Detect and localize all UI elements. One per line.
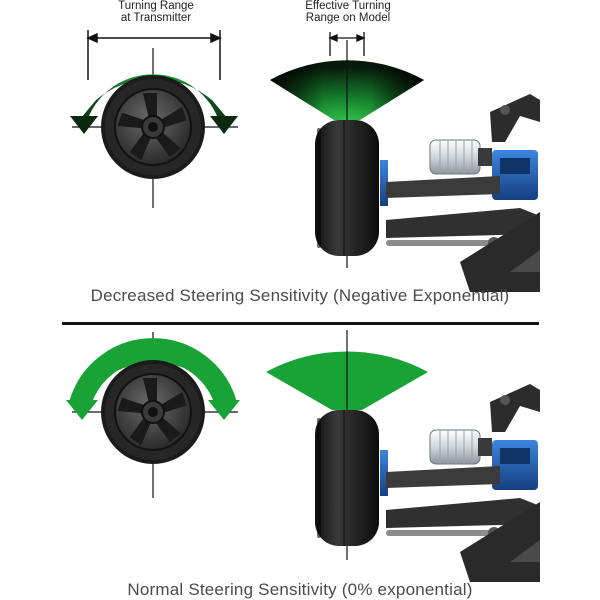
bottom-panel [66, 330, 541, 583]
top-chassis [379, 93, 541, 293]
turning-range-bracket [86, 30, 222, 80]
effective-range-label: Effective Turning Range on Model [288, 0, 408, 24]
top-turning-arc-arrow [76, 74, 232, 124]
bottom-arc-right-arrowhead [208, 400, 240, 420]
top-caption: Decreased Steering Sensitivity (Negative… [90, 286, 510, 305]
turning-range-line1: Turning Range [118, 0, 194, 12]
bottom-arc-band [69, 338, 237, 408]
top-transmitter-wheel [100, 74, 206, 180]
top-arc-left-arrowhead [70, 116, 98, 134]
top-panel [70, 30, 541, 293]
panel-divider [62, 322, 539, 325]
effective-range-line1: Effective Turning [305, 0, 391, 12]
effective-range-bracket [328, 32, 366, 56]
bottom-transmitter-wheel [100, 359, 206, 465]
bottom-chassis [379, 383, 541, 583]
top-model-tire [315, 120, 379, 256]
top-arc-right-arrowhead [210, 116, 238, 134]
bottom-model-tire [315, 410, 379, 546]
bottom-caption: Normal Steering Sensitivity (0% exponent… [127, 580, 473, 599]
turning-range-line2: at Transmitter [120, 12, 192, 24]
bottom-arc-left-arrowhead [66, 400, 98, 420]
effective-range-line2: Range on Model [305, 12, 391, 24]
turning-range-label: Turning Range at Transmitter [96, 0, 216, 24]
